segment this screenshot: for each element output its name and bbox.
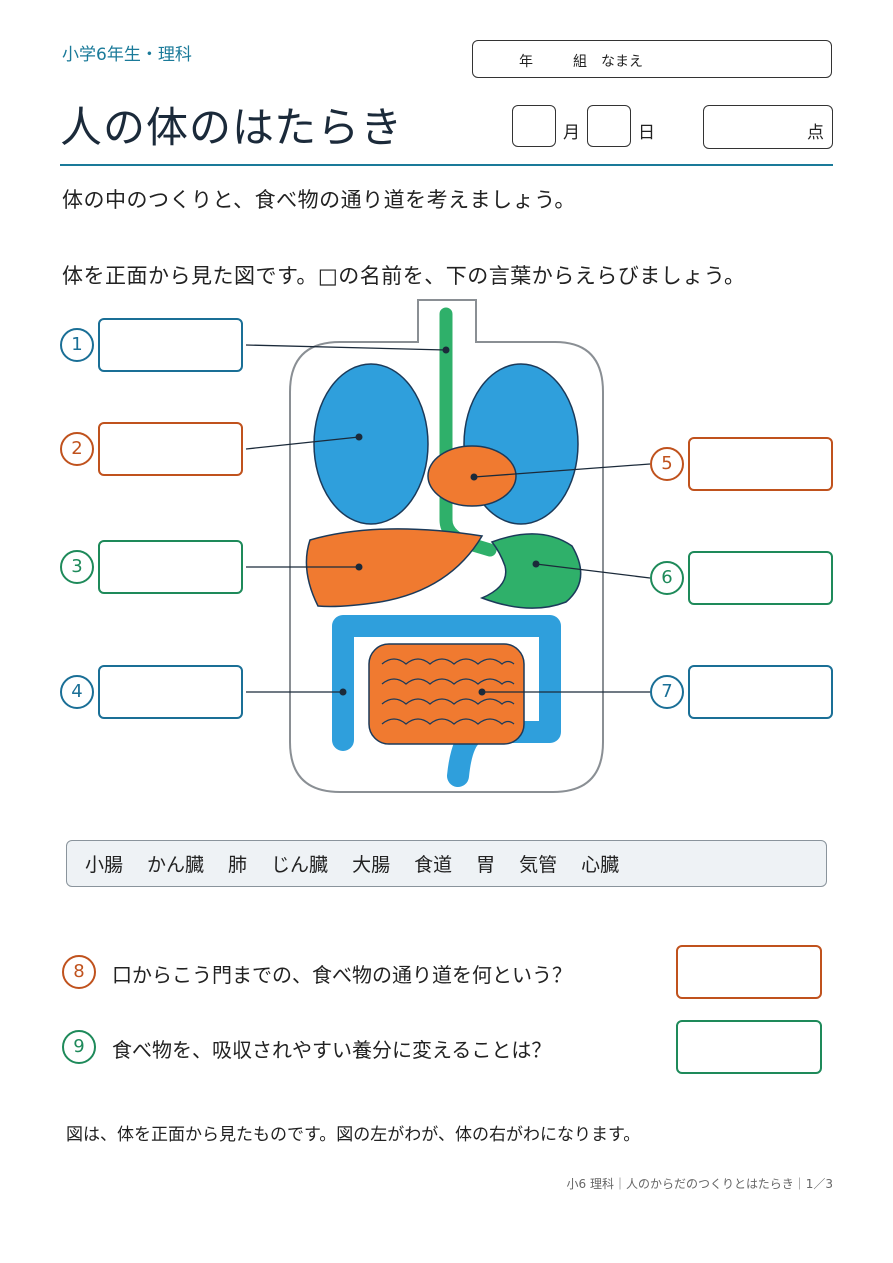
word-bank-item: じん臓 (271, 854, 329, 876)
answer-box-2[interactable] (98, 422, 243, 476)
liver-shape (305, 528, 484, 608)
question-9-text: 食べ物を、吸収されやすい養分に変えることは？ (112, 1038, 552, 1062)
word-bank-item: 肺 (228, 854, 248, 876)
label-number-4: 4 (60, 675, 94, 709)
label-number-3: 3 (60, 550, 94, 584)
page-footer: 小6 理科｜人のからだのつくりとはたらき｜1／3 (566, 1177, 833, 1191)
word-bank-item: かん臓 (147, 854, 205, 876)
answer-box-7[interactable] (688, 665, 833, 719)
answer-box-4[interactable] (98, 665, 243, 719)
intestine-coils (381, 658, 515, 725)
month-label: 月 (563, 123, 580, 143)
word-bank-item: 心臓 (581, 854, 620, 876)
right-lung-shape (313, 363, 429, 525)
lead-text: 体の中のつくりと、食べ物の通り道を考えましょう。 (62, 188, 576, 212)
score-label: 点 (807, 123, 824, 143)
answer-box-8[interactable] (676, 945, 822, 999)
answer-box-9[interactable] (676, 1020, 822, 1074)
word-bank-item: 大腸 (352, 854, 391, 876)
label-number-5: 5 (650, 447, 684, 481)
score-field[interactable]: 点 (703, 105, 833, 149)
question-intro: 体を正面から見た図です。□の名前を、下の言葉からえらびましょう。 (62, 264, 746, 288)
word-bank: 小腸 かん臓 肺 じん臓 大腸 食道 胃 気管 心臓 (66, 840, 827, 887)
question-number-9: 9 (62, 1030, 96, 1064)
word-bank-item: 胃 (476, 854, 496, 876)
word-bank-item: 小腸 (85, 854, 124, 876)
label-number-1: 1 (60, 328, 94, 362)
word-bank-item: 気管 (519, 854, 558, 876)
answer-box-5[interactable] (688, 437, 833, 491)
answer-box-1[interactable] (98, 318, 243, 372)
day-label: 日 (638, 123, 655, 143)
year-label: 年 (519, 54, 533, 70)
stomach-shape (479, 533, 582, 609)
header-divider (60, 164, 833, 166)
question-8-text: 口からこう門までの、食べ物の通り道を何という？ (112, 963, 572, 987)
answer-box-6[interactable] (688, 551, 833, 605)
answer-box-3[interactable] (98, 540, 243, 594)
page-title: 人の体のはたらき (60, 103, 404, 152)
name-label: なまえ (601, 54, 643, 70)
small-intestine-shape (368, 643, 525, 745)
subject-label: 小学6年生・理科 (62, 45, 192, 65)
label-number-7: 7 (650, 675, 684, 709)
month-input[interactable] (512, 105, 556, 147)
day-input[interactable] (587, 105, 631, 147)
question-number-8: 8 (62, 955, 96, 989)
name-field[interactable]: 年 組 なまえ (472, 40, 832, 78)
word-bank-item: 食道 (414, 854, 453, 876)
label-number-2: 2 (60, 432, 94, 466)
note-text: 図は、体を正面から見たものです。図の左がわが、体の右がわになります。 (66, 1125, 641, 1145)
class-label: 組 (573, 54, 587, 70)
label-number-6: 6 (650, 561, 684, 595)
